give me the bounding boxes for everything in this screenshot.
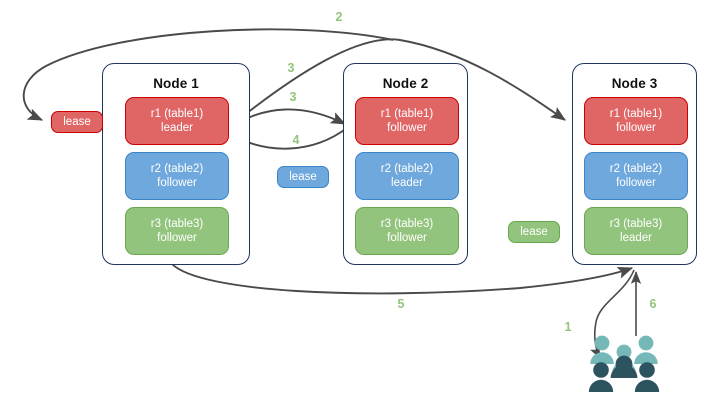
- replica-label-line1: r3 (table3): [150, 218, 204, 230]
- users-icon: [588, 335, 660, 392]
- node-title-node2: Node 2: [382, 76, 429, 91]
- replica-label-line2: leader: [620, 232, 652, 244]
- replica-n2-r2[interactable]: r2 (table2) leader: [355, 152, 459, 200]
- replica-n1-r1[interactable]: r1 (table1) leader: [125, 97, 229, 145]
- replica-label-line2: follower: [387, 232, 427, 244]
- replica-label-line1: r1 (table1): [380, 108, 434, 120]
- replica-label-line1: r1 (table1): [150, 108, 204, 120]
- replica-label-line1: r1 (table1): [609, 108, 663, 120]
- replica-label-line2: leader: [391, 177, 423, 189]
- replica-n2-r3[interactable]: r3 (table3) follower: [355, 207, 459, 255]
- replica-label-line2: follower: [387, 122, 427, 134]
- replica-label-line1: r2 (table2): [380, 163, 434, 175]
- lease-box-table3[interactable]: lease: [508, 221, 560, 243]
- replica-label-line2: follower: [616, 122, 656, 134]
- step-label-6: 1: [564, 320, 572, 334]
- node-container-node2: Node 2 r1 (table1) follower r2 (table2) …: [343, 63, 468, 265]
- replica-n2-r1[interactable]: r1 (table1) follower: [355, 97, 459, 145]
- replica-label-line1: r2 (table2): [150, 163, 204, 175]
- replica-label-line1: r3 (table3): [380, 218, 434, 230]
- step-label-5: 5: [397, 297, 405, 311]
- step-label-1: 6: [649, 297, 657, 311]
- lease-label: lease: [520, 226, 548, 238]
- replica-label-line2: leader: [161, 122, 193, 134]
- replica-n1-r3[interactable]: r3 (table3) follower: [125, 207, 229, 255]
- replica-n3-r2[interactable]: r2 (table2) follower: [584, 152, 688, 200]
- lease-label: lease: [289, 171, 317, 183]
- node-title-node1: Node 1: [153, 76, 199, 91]
- lease-box-table2[interactable]: lease: [277, 166, 329, 188]
- replica-label-line2: follower: [157, 177, 197, 189]
- replica-label-line2: follower: [157, 232, 197, 244]
- replica-n3-r1[interactable]: r1 (table1) follower: [584, 97, 688, 145]
- replica-n3-r3[interactable]: r3 (table3) leader: [584, 207, 688, 255]
- replica-label-line1: r2 (table2): [609, 163, 663, 175]
- edge-step-5: [171, 263, 634, 295]
- step-label-2: 2: [335, 10, 343, 24]
- node-container-node3: Node 3 r1 (table1) follower r2 (table2) …: [572, 63, 697, 265]
- lease-label: lease: [63, 116, 91, 128]
- step-label-3-upper: 3: [287, 61, 295, 75]
- replica-label-line1: r3 (table3): [609, 218, 663, 230]
- lease-box-table1[interactable]: lease: [51, 111, 103, 133]
- step-label-4: 4: [292, 133, 300, 147]
- replica-n1-r2[interactable]: r2 (table2) follower: [125, 152, 229, 200]
- replica-label-line2: follower: [616, 177, 656, 189]
- step-label-3-lower: 3: [289, 90, 297, 104]
- node-container-node1: Node 1 r1 (table1) leader r2 (table2) fo…: [102, 63, 250, 265]
- node-title-node3: Node 3: [611, 76, 658, 91]
